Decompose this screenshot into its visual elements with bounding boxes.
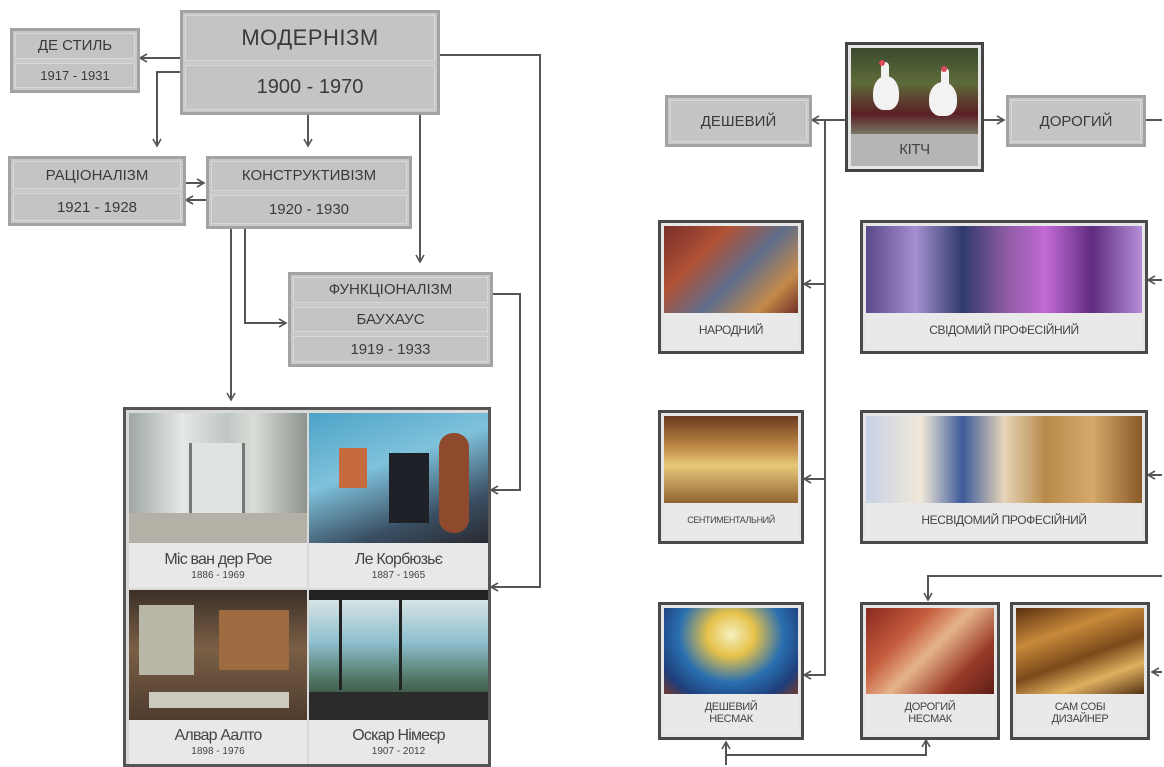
sentimental-label: СЕНТИМЕНТАЛЬНИЙ [664,503,798,538]
folk-card: НАРОДНИЙ [658,220,804,354]
constructivism-years: 1920 - 1930 [211,194,407,224]
modernism-years: 1900 - 1970 [185,64,435,110]
architect-cell: Оскар Німеєр 1907 - 2012 [309,590,488,764]
cheap-bad-taste-label-1: ДЕШЕВИЙ [704,701,758,714]
conscious-pro-image [866,226,1142,316]
folk-label: НАРОДНИЙ [664,313,798,348]
kitsch-swans-image [851,48,978,136]
functionalism-years: 1919 - 1933 [293,336,488,363]
cheap-bad-taste-card: ДЕШЕВИЙ НЕСМАК [658,602,804,740]
kitsch-card: КІТЧ [845,42,984,172]
architect-years: 1907 - 2012 [371,746,426,757]
architect-years: 1898 - 1976 [191,746,245,757]
architect-name: Ле Корбюзьє [354,550,443,568]
arrow-functionalism-panel [489,293,521,495]
constructivism-title: КОНСТРУКТИВІЗМ [211,161,407,191]
rationalism-box: РАЦІОНАЛІЗМ 1921 - 1928 [8,156,186,226]
conscious-pro-card: СВІДОМИЙ ПРОФЕСІЙНИЙ [860,220,1148,354]
expensive-bad-taste-image [866,608,994,696]
arrow-expensive-bad-taste [923,575,1162,602]
arrow-bottom-link-left [725,738,931,765]
de-stijl-title: ДЕ СТИЛЬ [15,33,135,59]
architect-photo [129,590,307,720]
folk-image [664,226,798,316]
architect-photo [129,413,307,543]
architect-cell: Алвар Аалто 1898 - 1976 [129,590,307,764]
trunk-cheap [804,120,826,676]
cheap-label: ДЕШЕВИЙ [670,100,807,142]
de-stijl-years: 1917 - 1931 [15,62,135,88]
architect-name: Алвар Аалто [174,727,263,744]
architects-panel: Міс ван дер Рое 1886 - 1969 Ле Корбюзьє … [123,407,491,767]
unconscious-pro-label: НЕСВІДОМИЙ ПРОФЕСІЙНИЙ [866,503,1142,538]
arrow-modernism-rationalism [152,71,180,148]
rationalism-title: РАЦІОНАЛІЗМ [13,161,181,189]
constructivism-box: КОНСТРУКТИВІЗМ 1920 - 1930 [206,156,412,229]
functionalism-box: ФУНКЦІОНАЛІЗМ БАУХАУС 1919 - 1933 [288,272,493,367]
arrow-constructivism-functionalism [244,229,288,328]
sentimental-card: СЕНТИМЕНТАЛЬНИЙ [658,410,804,544]
cheap-bad-taste-label-2: НЕСМАК [709,713,753,725]
expensive-bad-taste-label-2: НЕСМАК [908,713,952,725]
modernism-box: МОДЕРНІЗМ 1900 - 1970 [180,10,440,115]
modernism-title: МОДЕРНІЗМ [185,15,435,61]
self-designer-image [1016,608,1144,696]
architect-cell: Міс ван дер Рое 1886 - 1969 [129,413,307,588]
architect-years: 1887 - 1965 [371,569,426,581]
unconscious-pro-card: НЕСВІДОМИЙ ПРОФЕСІЙНИЙ [860,410,1148,544]
expensive-label: ДОРОГИЙ [1011,100,1141,142]
unconscious-pro-image [866,416,1142,506]
architect-photo [309,590,488,720]
self-designer-card: САМ СОБІ ДИЗАЙНЕР [1010,602,1150,740]
architect-name: Оскар Німеєр [352,727,445,744]
expensive-box: ДОРОГИЙ [1006,95,1146,147]
self-designer-label-2: ДИЗАЙНЕР [1051,713,1109,725]
cheap-bad-taste-image [664,608,798,696]
architect-photo [309,413,488,543]
conscious-pro-label: СВІДОМИЙ ПРОФЕСІЙНИЙ [866,313,1142,348]
architect-cell: Ле Корбюзьє 1887 - 1965 [309,413,488,588]
architect-name: Міс ван дер Рое [164,550,272,568]
cheap-box: ДЕШЕВИЙ [665,95,812,147]
sentimental-image [664,416,798,506]
rationalism-years: 1921 - 1928 [13,193,181,221]
functionalism-subtitle: БАУХАУС [293,306,488,333]
architect-years: 1886 - 1969 [191,569,245,581]
expensive-bad-taste-label-1: ДОРОГИЙ [904,701,956,714]
functionalism-title: ФУНКЦІОНАЛІЗМ [293,277,488,303]
de-stijl-box: ДЕ СТИЛЬ 1917 - 1931 [10,28,140,93]
self-designer-label-1: САМ СОБІ [1054,701,1106,714]
expensive-bad-taste-card: ДОРОГИЙ НЕСМАК [860,602,1000,740]
kitsch-label: КІТЧ [851,134,978,166]
